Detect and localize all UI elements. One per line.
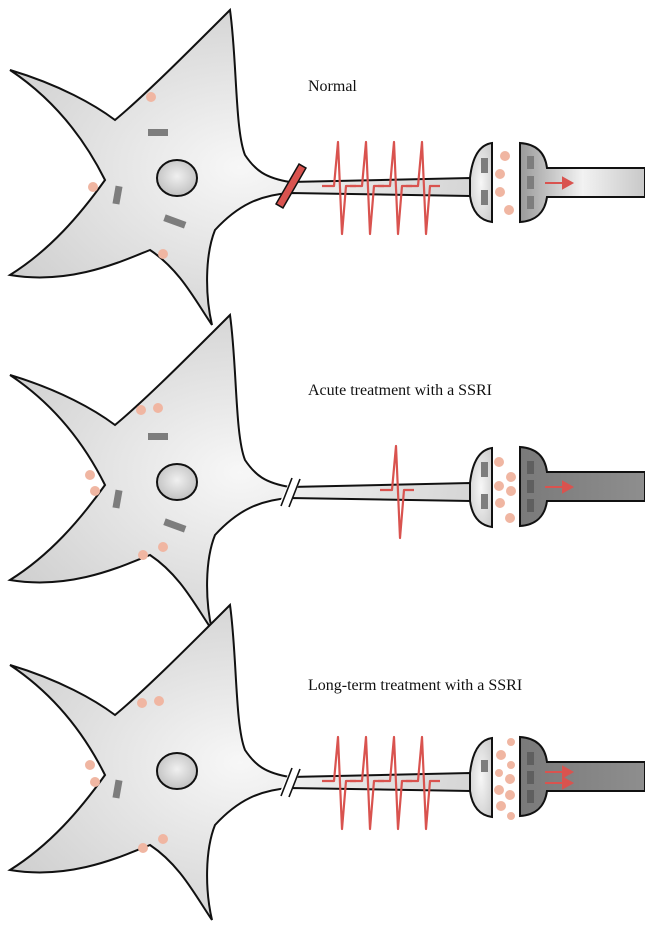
receptor-bar-icon: [481, 494, 488, 509]
receptor-bar-icon: [527, 752, 534, 765]
postsynaptic-neuron: [520, 737, 645, 816]
receptor-bar-icon: [527, 176, 534, 189]
receptor-bar-icon: [481, 462, 488, 477]
serotonin-dot-icon: [507, 812, 515, 820]
serotonin-dot-icon: [506, 486, 516, 496]
receptor-bar-icon: [527, 461, 534, 474]
nucleus: [157, 160, 197, 196]
serotonin-dot-icon: [495, 187, 505, 197]
serotonin-dot-icon: [85, 470, 95, 480]
serotonin-dot-icon: [137, 698, 147, 708]
serotonin-dot-icon: [506, 472, 516, 482]
serotonin-dot-icon: [88, 182, 98, 192]
serotonin-dot-icon: [494, 785, 504, 795]
panel-normal: Normal: [10, 10, 645, 325]
serotonin-dot-icon: [507, 761, 515, 769]
serotonin-dot-icon: [500, 151, 510, 161]
neuron-body: [10, 605, 470, 920]
panel-long-term: Long-term treatment with a SSRI: [10, 605, 645, 920]
panel-label: Normal: [308, 78, 357, 95]
nucleus: [157, 753, 197, 789]
serotonin-dot-icon: [496, 801, 506, 811]
serotonin-dot-icon: [85, 760, 95, 770]
receptor-bar-icon: [527, 480, 534, 493]
nucleus: [157, 464, 197, 500]
panel-label: Acute treatment with a SSRI: [308, 382, 492, 399]
serotonin-dot-icon: [158, 249, 168, 259]
postsynaptic-neuron: [520, 143, 645, 222]
serotonin-dot-icon: [154, 696, 164, 706]
receptor-bar-icon: [481, 158, 488, 173]
serotonin-dot-icon: [495, 169, 505, 179]
receptor-bar-icon: [527, 771, 534, 784]
serotonin-dot-icon: [505, 513, 515, 523]
receptor-bar-icon: [148, 433, 168, 440]
serotonin-dot-icon: [153, 403, 163, 413]
receptor-bar-icon: [527, 499, 534, 512]
serotonin-dot-icon: [505, 774, 515, 784]
receptor-bar-icon: [527, 790, 534, 803]
axon-terminal: [470, 448, 492, 527]
axon-terminal: [470, 143, 492, 222]
serotonin-dot-icon: [90, 777, 100, 787]
receptor-bar-icon: [527, 196, 534, 209]
neuron-body: [10, 10, 470, 325]
serotonin-dot-icon: [146, 92, 156, 102]
neuron-body: [10, 315, 470, 630]
serotonin-dot-icon: [495, 769, 503, 777]
postsynaptic-neuron: [520, 447, 645, 526]
serotonin-dot-icon: [158, 834, 168, 844]
receptor-bar-icon: [481, 760, 488, 772]
panel-label: Long-term treatment with a SSRI: [308, 677, 522, 694]
serotonin-dot-icon: [495, 498, 505, 508]
serotonin-dot-icon: [90, 486, 100, 496]
receptor-bar-icon: [527, 156, 534, 169]
serotonin-dot-icon: [496, 750, 506, 760]
serotonin-dot-icon: [507, 738, 515, 746]
serotonin-dot-icon: [138, 550, 148, 560]
panel-acute: Acute treatment with a SSRI: [10, 315, 645, 630]
serotonin-dot-icon: [504, 205, 514, 215]
receptor-bar-icon: [148, 129, 168, 136]
serotonin-dot-icon: [136, 405, 146, 415]
serotonin-dot-icon: [158, 542, 168, 552]
receptor-bar-icon: [481, 190, 488, 205]
serotonin-dot-icon: [505, 790, 515, 800]
serotonin-dot-icon: [494, 481, 504, 491]
axon-terminal: [470, 738, 492, 817]
serotonin-dot-icon: [494, 457, 504, 467]
serotonin-dot-icon: [138, 843, 148, 853]
